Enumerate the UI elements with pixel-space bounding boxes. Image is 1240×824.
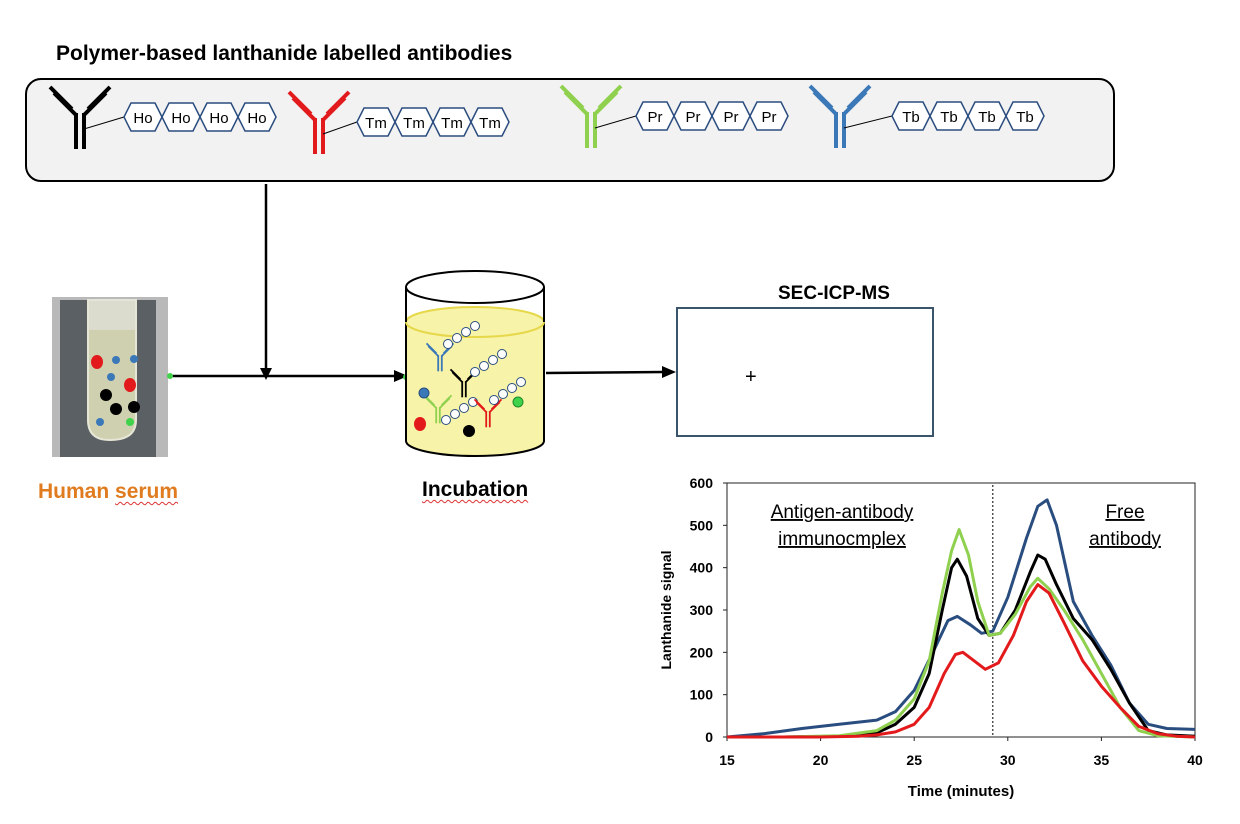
human-serum-label: Human serum — [38, 480, 178, 504]
y-tick-label: 500 — [690, 517, 714, 533]
antibody-icon — [808, 84, 872, 148]
x-tick-label: 20 — [813, 752, 829, 768]
x-tick-label: 35 — [1094, 752, 1110, 768]
plus-sign: + — [745, 366, 757, 388]
lanthanide-label: Pr — [686, 109, 701, 126]
x-axis-label: Time (minutes) — [908, 783, 1014, 800]
antibody-icon — [423, 394, 453, 424]
lanthanide-label: Tb — [978, 109, 996, 126]
lanthanide-label: Ho — [133, 110, 152, 127]
y-tick-label: 600 — [690, 475, 714, 491]
antibody-labels: Ho Ho Ho Ho Tm Tm Tm Tm Pr Pr Pr Pr Tb Tb Tb Tb — [48, 84, 1045, 154]
lanthanide-label: Tm — [441, 115, 463, 132]
chart-annotation: immunocmplex — [778, 529, 906, 550]
human-serum-label-word1: Human — [38, 480, 110, 503]
chart-annotation: Antigen-antibody — [771, 502, 914, 523]
x-tick-label: 15 — [719, 752, 735, 768]
x-tick-label: 25 — [906, 752, 922, 768]
diagram-title: Polymer-based lanthanide labelled antibo… — [56, 42, 513, 65]
series-line — [727, 583, 1196, 739]
antibody-icon — [287, 90, 351, 154]
sec-icp-ms-title: SEC-ICP-MS — [778, 283, 890, 304]
serum-tube-image — [52, 297, 168, 457]
y-axis-label: Lanthanide signal — [658, 550, 674, 669]
lanthanide-label: Pr — [762, 109, 777, 126]
lanthanide-label: Ho — [171, 110, 190, 127]
y-tick-label: 300 — [690, 602, 714, 618]
lanthanide-label: Ho — [209, 110, 228, 127]
lanthanide-label: Tm — [403, 115, 425, 132]
x-tick-label: 30 — [1000, 752, 1016, 768]
antibody-icon — [559, 84, 623, 148]
antibody-icon — [473, 398, 503, 428]
x-tick-label: 40 — [1187, 752, 1203, 768]
human-serum-label-word2: serum — [115, 480, 179, 503]
incubation-beaker — [405, 270, 545, 457]
chart-annotation: Free — [1105, 502, 1144, 523]
lanthanide-label: Ho — [247, 110, 266, 127]
lanthanide-label: Pr — [724, 109, 739, 126]
y-tick-label: 100 — [690, 687, 714, 703]
incubation-label: Incubation — [422, 478, 529, 501]
lanthanide-label: Tb — [1016, 109, 1034, 126]
lanthanide-label: Tm — [365, 115, 387, 132]
antibody-icon — [48, 85, 112, 149]
lanthanide-label: Pr — [648, 109, 663, 126]
sec-icp-ms-box — [676, 307, 934, 437]
lanthanide-label: Tb — [940, 109, 958, 126]
series-line — [726, 498, 1196, 739]
lanthanide-label: Tm — [479, 115, 501, 132]
plot-area — [726, 482, 1196, 738]
y-tick-label: 200 — [690, 644, 714, 660]
chart-annotation: antibody — [1089, 529, 1161, 550]
y-tick-label: 400 — [690, 560, 714, 576]
flow-arrows — [167, 184, 676, 382]
series-line — [727, 528, 1196, 739]
y-tick-label: 0 — [705, 729, 713, 745]
lanthanide-label: Tb — [902, 109, 920, 126]
